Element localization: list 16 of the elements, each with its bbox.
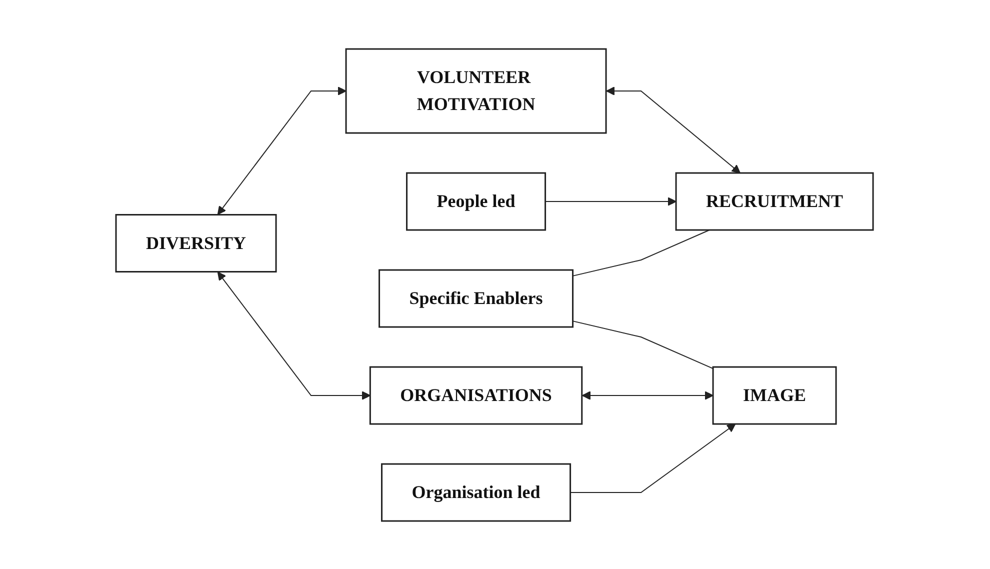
arrow — [218, 271, 372, 400]
node-box: People led — [406, 172, 546, 230]
arrow — [606, 86, 741, 173]
arrow — [545, 196, 677, 206]
arrow — [218, 86, 347, 214]
node-box: ORGANISATIONS — [370, 366, 584, 424]
node-box: IMAGE — [712, 366, 838, 424]
arrow — [582, 390, 714, 400]
node-box: DIVERSITY — [116, 214, 278, 272]
node-box: Organisation led — [382, 462, 572, 522]
node-box: Specific Enablers — [379, 268, 574, 328]
connector — [572, 320, 714, 369]
connector — [572, 229, 710, 276]
node-box: RECRUITMENT — [676, 172, 874, 230]
arrow — [570, 423, 736, 492]
node-box: VOLUNTEER MOTIVATION — [346, 48, 608, 134]
